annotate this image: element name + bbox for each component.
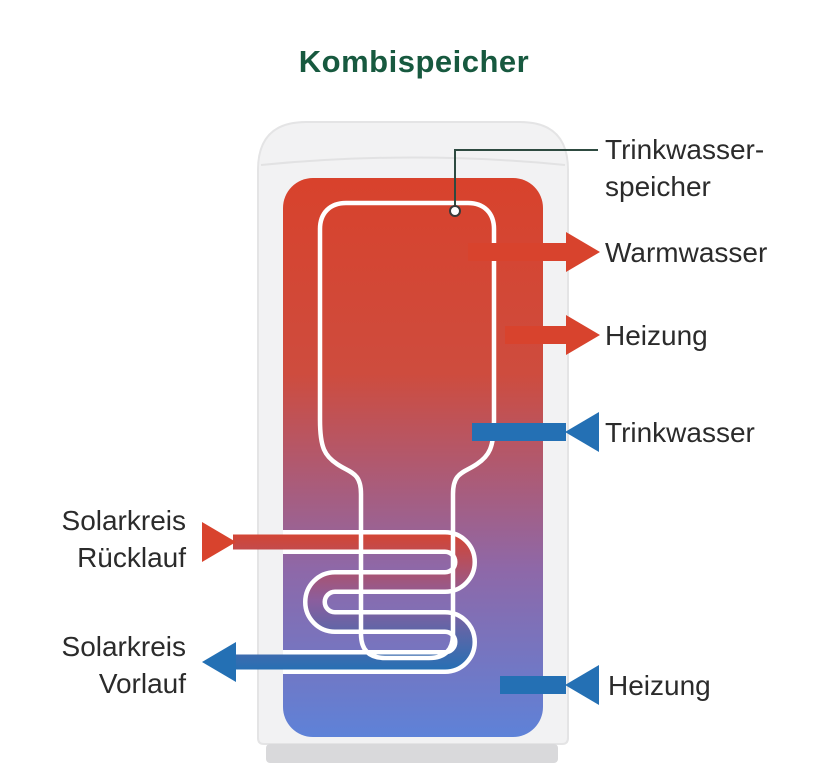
tank-lid-seam [260,156,566,166]
label-trinkwasserspeicher: Trinkwasser- speicher [605,131,764,205]
label-trinkwasserspeicher-line2: speicher [605,171,711,202]
heat-exchanger-coil [233,534,473,670]
warmwasser-arrow [468,232,600,272]
label-trinkwasser-in: Trinkwasser [605,417,755,448]
pointer-dot [449,205,461,217]
solar-ruecklauf-arrowhead [202,522,236,562]
label-solarkreis-vorlauf-line2: Vorlauf [98,668,186,699]
label-warmwasser: Warmwasser [605,237,768,268]
label-solarkreis-ruecklauf-line1: Solarkreis [61,505,186,536]
tank-base [266,744,558,763]
label-heizung-in: Heizung [608,670,711,701]
solar-vorlauf-arrowhead [202,642,236,682]
heizung-in-arrow [500,665,599,705]
storage-gradient [283,178,543,737]
pointer-line [454,149,598,206]
label-solarkreis-vorlauf: Solarkreis Vorlauf [0,628,186,702]
label-trinkwasserspeicher-line1: Trinkwasser- [605,134,765,165]
page-title: Kombispeicher [298,44,530,79]
label-solarkreis-ruecklauf: Solarkreis Rücklauf [0,502,186,576]
heizung-out-arrow [505,315,600,355]
trinkwasser-in-arrow [472,412,599,452]
label-heizung-out: Heizung [605,320,708,351]
label-solarkreis-vorlauf-line1: Solarkreis [61,631,186,662]
label-solarkreis-ruecklauf-line2: Rücklauf [77,542,186,573]
